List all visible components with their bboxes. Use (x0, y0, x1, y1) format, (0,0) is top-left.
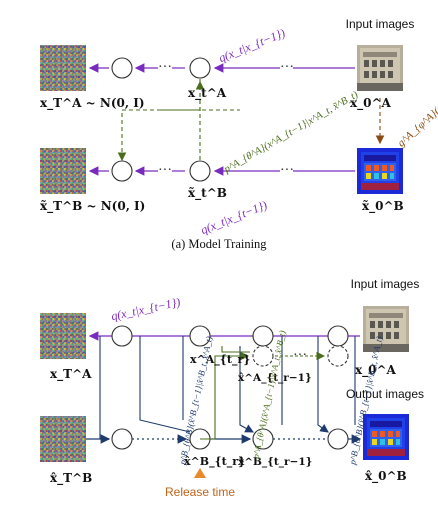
dots-top-4: ··· (280, 163, 294, 178)
node-bot-a-dashed-2 (327, 345, 349, 367)
node-bot-b-1 (111, 428, 133, 450)
label-xT-b: x̂_T^B (50, 471, 92, 486)
label-x0-b-bottom: x̂_0^B (365, 469, 407, 484)
bottom-panel: ··· q(x_t|x_{t−1}) x_T^A x̂_T^B x^A_{t_r… (40, 277, 424, 499)
label-input-images-bottom: Input images (351, 277, 420, 291)
label-noise-a: x_T^A ~ N(0, I) (40, 96, 145, 111)
dots-top-2: ··· (280, 60, 294, 75)
label-release-time: Release time (165, 485, 235, 499)
label-xt-b: x̃_t^B (188, 186, 227, 201)
label-xtr1-b: x̂^B_{t_r−1} (238, 456, 312, 469)
label-x0-a-bottom: x_0^A (355, 363, 397, 378)
node-bot-a-tr (189, 325, 211, 347)
label-x0-a: x_0^A (350, 96, 392, 111)
label-xT-a: x_T^A (50, 367, 92, 382)
label-q-top: q(x_t|x_{t−1}) (217, 26, 287, 65)
node-top-a-t (189, 57, 211, 79)
label-output-images: Output images (346, 387, 424, 401)
dots-top-3: ··· (158, 163, 172, 178)
caption-model-training: (a) Model Training (171, 237, 267, 251)
node-bot-b-next (327, 428, 349, 450)
dots-top-1: ··· (158, 60, 172, 75)
node-bot-a-tr1 (252, 325, 274, 347)
node-top-b-t (189, 160, 211, 182)
input-image-a (357, 45, 403, 91)
node-top-a-1 (111, 57, 133, 79)
label-xtr1-a: x̂^A_{t_r−1} (238, 372, 312, 385)
label-g-brown: g^A_{φ^A}(x^A_0) (395, 85, 438, 150)
label-xtr-a: x^A_{t_r} (190, 353, 250, 367)
label-xt-a: x_t^A (188, 86, 227, 101)
node-bot-a-dashed (252, 345, 274, 367)
label-xtr-b: x̂^B_{t_r} (184, 455, 245, 469)
input-image-a-bottom (363, 306, 409, 352)
label-input-images-top: Input images (346, 17, 415, 31)
node-top-b-1 (111, 160, 133, 182)
top-panel: ··· ··· ··· ··· x_T^A ~ N(0, I) x̃_T^B ~… (40, 17, 438, 251)
label-x0-b: x̃_0^B (362, 199, 404, 214)
node-bot-a-1 (111, 325, 133, 347)
segmentation-image-b-bottom (363, 414, 409, 460)
node-bot-b-tr1 (252, 428, 274, 450)
label-q-bottom: q(x_t|x_{t−1}) (199, 198, 269, 237)
label-noise-b: x̃_T^B ~ N(0, I) (40, 199, 145, 214)
label-q-bottom-panel: q(x_t|x_{t−1}) (110, 295, 182, 323)
release-time-marker (194, 468, 206, 478)
segmentation-image-b (357, 148, 403, 194)
node-bot-a-next (327, 325, 349, 347)
